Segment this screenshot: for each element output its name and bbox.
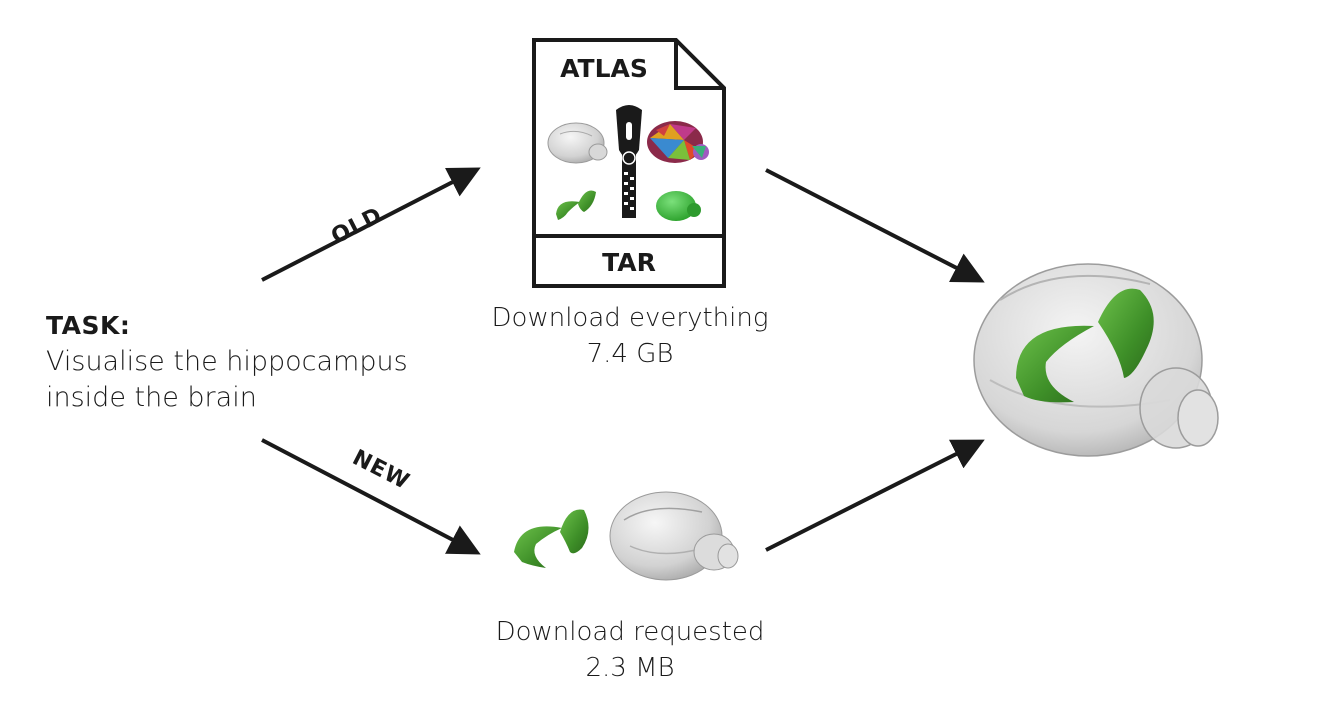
brain-mesh-icon [547, 122, 608, 164]
old-caption: Download everything 7.4 GB [450, 300, 810, 372]
atlas-file-header: ATLAS [560, 54, 648, 83]
task-description: TASK: Visualise the hippocampus inside t… [46, 308, 466, 416]
atlas-file-footer: TAR [602, 248, 656, 277]
new-arrow-out [765, 439, 985, 552]
zipper-icon [616, 105, 642, 218]
old-caption-title: Download everything [491, 303, 769, 333]
new-arrow-label: NEW [348, 445, 413, 495]
old-caption-size: 7.4 GB [586, 339, 674, 369]
hippocampus-mini-icon [556, 190, 596, 220]
old-arrow-label: OLD [327, 203, 386, 250]
task-title: TASK: [46, 311, 131, 340]
atlas-file-icon: ATLAS TAR [532, 38, 726, 288]
new-caption-size: 2.3 MB [585, 653, 675, 683]
new-arrow-in [261, 438, 481, 555]
new-caption-title: Download requested [495, 617, 765, 647]
hippocampus-mesh [514, 509, 589, 568]
task-line-1: Visualise the hippocampus [46, 346, 408, 377]
new-caption: Download requested 2.3 MB [450, 614, 810, 686]
root-mesh-icon [656, 191, 701, 221]
annotation-brain-icon [647, 121, 709, 163]
task-line-2: inside the brain [46, 382, 257, 413]
result-brain-with-hippocampus [973, 263, 1219, 457]
old-arrow-out [765, 168, 985, 283]
old-arrow-in [261, 167, 481, 282]
brain-mesh [609, 491, 739, 581]
